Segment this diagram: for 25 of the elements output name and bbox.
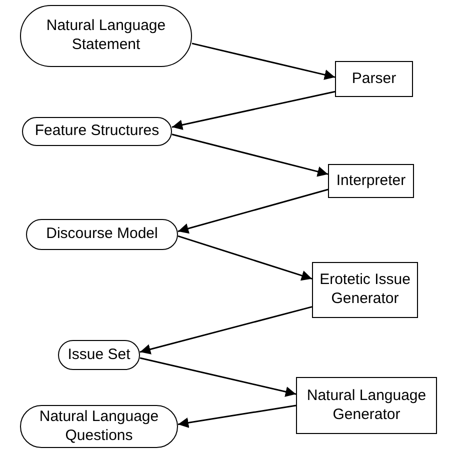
arrow (178, 188, 328, 234)
node-label: Discourse Model (46, 225, 158, 244)
process-box (335, 61, 413, 97)
node-label: Natural Language Generator (306, 386, 428, 424)
rounded-terminal (26, 219, 178, 250)
process-box (296, 377, 437, 434)
arrow (172, 90, 336, 130)
rounded-terminal (22, 117, 172, 146)
arrow (140, 357, 296, 397)
node-label: Erotetic Issue Generator (318, 271, 412, 309)
node-label: Issue Set (68, 346, 130, 364)
arrow (178, 404, 296, 428)
arrow (192, 42, 336, 80)
node-label: Natural Language Questions (38, 408, 160, 446)
process-box (328, 164, 414, 198)
node-label: Natural Language Statement (45, 17, 167, 55)
node-label: Interpreter (336, 172, 406, 190)
rounded-terminal (20, 405, 178, 448)
process-box (312, 262, 418, 318)
node-label: Parser (352, 70, 396, 88)
node-label: Feature Structures (34, 122, 160, 141)
arrow (178, 235, 312, 281)
rounded-terminal (58, 340, 140, 370)
arrow (172, 134, 328, 177)
arrow (140, 306, 312, 354)
